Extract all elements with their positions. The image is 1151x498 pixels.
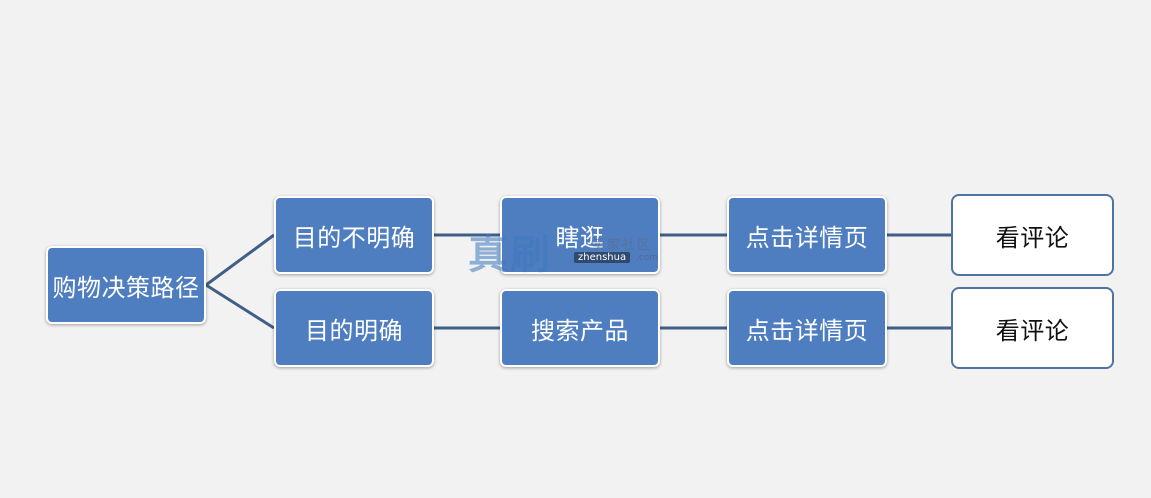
row1-step1-node: 目的不明确 bbox=[274, 196, 434, 274]
row1-step4-node: 看评论 bbox=[951, 194, 1114, 276]
branch-line-upper bbox=[205, 233, 275, 287]
row2-step4-node: 看评论 bbox=[951, 287, 1114, 369]
branch-line-lower bbox=[205, 283, 275, 330]
row2-step3-node: 点击详情页 bbox=[727, 289, 887, 367]
row1-step3-node: 点击详情页 bbox=[727, 196, 887, 274]
root-node: 购物决策路径 bbox=[46, 246, 206, 324]
row2-step1-node: 目的明确 bbox=[274, 289, 434, 367]
row2-step2-node: 搜索产品 bbox=[500, 289, 660, 367]
row1-step2-node: 瞎逛 bbox=[500, 196, 660, 274]
